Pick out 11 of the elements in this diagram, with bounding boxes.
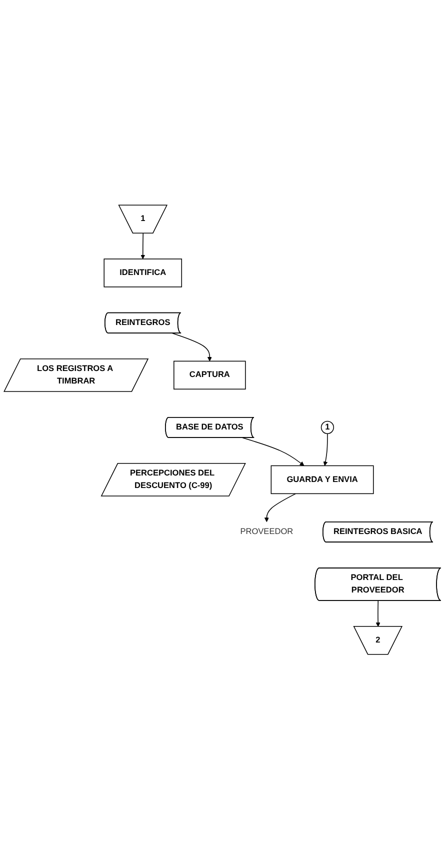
node-box: GUARDA Y ENVIA: [270, 465, 374, 494]
arrow: [376, 600, 380, 627]
node-box: IDENTIFICA: [104, 258, 182, 288]
node-text: PROVEEDOR: [240, 527, 294, 536]
arrow: [172, 332, 212, 362]
arrow: [323, 432, 328, 466]
arrow: [264, 493, 296, 522]
arrow: [242, 437, 304, 466]
node-box: CAPTURA: [174, 360, 246, 390]
arrow: [140, 232, 146, 259]
node-circle: 1: [320, 420, 334, 434]
